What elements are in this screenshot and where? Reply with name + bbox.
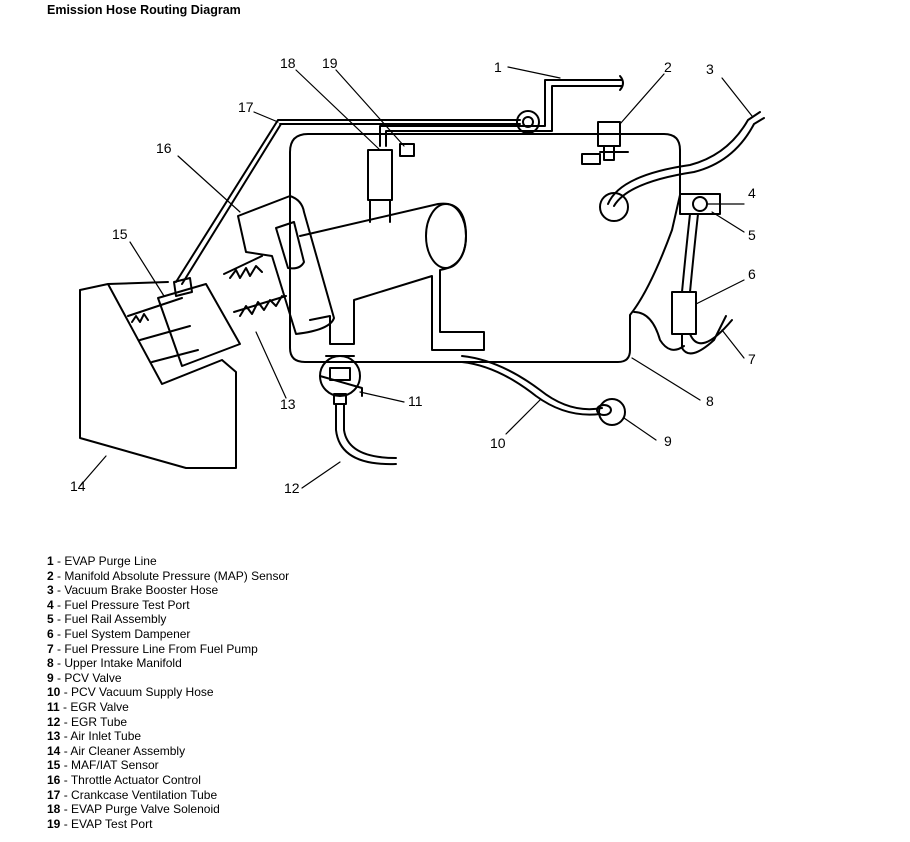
evap-purge-line-shape [379,79,623,147]
fuel-pressure-test-port-shape [692,196,708,212]
pcv-vacuum-supply-hose-shape [461,355,603,416]
egr-valve-detail-shape [319,355,363,405]
fuel-pressure-line-shape [633,311,733,355]
callout-8: 8 [706,393,714,409]
emission-hose-diagram: 1 2 3 4 5 6 7 8 9 10 11 12 13 14 15 16 1… [70,55,765,496]
air-cleaner-shape [79,281,237,469]
callout-9: 9 [664,433,672,449]
callout-legend: 1 - EVAP Purge Line 2 - Manifold Absolut… [47,554,289,831]
legend-item: 15 - MAF/IAT Sensor [47,758,159,773]
callout-18: 18 [280,55,296,71]
crankcase-port-shape [516,110,540,134]
callout-3: 3 [706,61,714,77]
upper-intake-manifold-shape [289,133,681,363]
crankcase-ventilation-tube-shape [175,119,521,285]
legend-item: 12 - EGR Tube [47,714,128,729]
legend-item: 14 - Air Cleaner Assembly [47,743,186,758]
legend-item: 4 - Fuel Pressure Test Port [47,597,190,612]
fuel-rail-shape [679,193,721,215]
pcv-valve-inner-shape [596,404,612,416]
maf-iat-sensor-shape [157,277,241,367]
diagram-title: Emission Hose Routing Diagram [47,3,241,17]
vacuum-brake-booster-hose-shape [607,111,765,207]
evap-test-port-shape [399,143,415,157]
legend-item: 13 - Air Inlet Tube [47,729,142,744]
intake-runner-end-shape [425,203,467,269]
legend-item: 9 - PCV Valve [47,670,122,685]
callout-13: 13 [280,396,296,412]
callout-17: 17 [238,99,254,115]
callout-19: 19 [322,55,338,71]
fuel-system-dampener-shape [671,291,697,335]
intake-runner-shape [299,202,485,351]
legend-item: 5 - Fuel Rail Assembly [47,612,167,627]
legend-item: 16 - Throttle Actuator Control [47,772,201,787]
callout-7: 7 [748,351,756,367]
legend-item: 7 - Fuel Pressure Line From Fuel Pump [47,641,258,656]
callout-5: 5 [748,227,756,243]
callout-10: 10 [490,435,506,451]
fuel-line-upper-shape [681,213,699,293]
map-sensor-shape [581,121,629,165]
callout-4: 4 [748,185,756,201]
callout-1: 1 [494,59,502,75]
callout-2: 2 [664,59,672,75]
leader-lines [79,66,753,489]
legend-item: 1 - EVAP Purge Line [47,554,157,568]
legend-item: 6 - Fuel System Dampener [47,626,191,641]
legend-item: 2 - Manifold Absolute Pressure (MAP) Sen… [47,568,290,583]
egr-tube-shape [335,403,397,466]
legend-item: 19 - EVAP Test Port [47,816,153,831]
legend-item: 3 - Vacuum Brake Booster Hose [47,583,219,598]
evap-purge-line-end-shape [619,75,624,91]
evap-solenoid-shape [367,149,393,223]
throttle-actuator-shape [237,195,335,335]
callout-12: 12 [284,480,300,496]
callout-11: 11 [408,393,423,409]
callout-14: 14 [70,478,86,494]
legend-item: 17 - Crankcase Ventilation Tube [47,787,218,802]
legend-item: 8 - Upper Intake Manifold [47,656,182,671]
pcv-valve-shape [598,398,626,426]
crankcase-port-inner-shape [522,116,534,128]
legend-item: 18 - EVAP Purge Valve Solenoid [47,802,220,817]
brake-booster-port-shape [599,192,629,222]
callout-6: 6 [748,266,756,282]
callout-16: 16 [156,140,172,156]
legend-item: 11 - EGR Valve [47,699,129,714]
air-inlet-tube-shape [223,255,287,317]
legend-item: 10 - PCV Vacuum Supply Hose [47,685,214,700]
callout-15: 15 [112,226,128,242]
